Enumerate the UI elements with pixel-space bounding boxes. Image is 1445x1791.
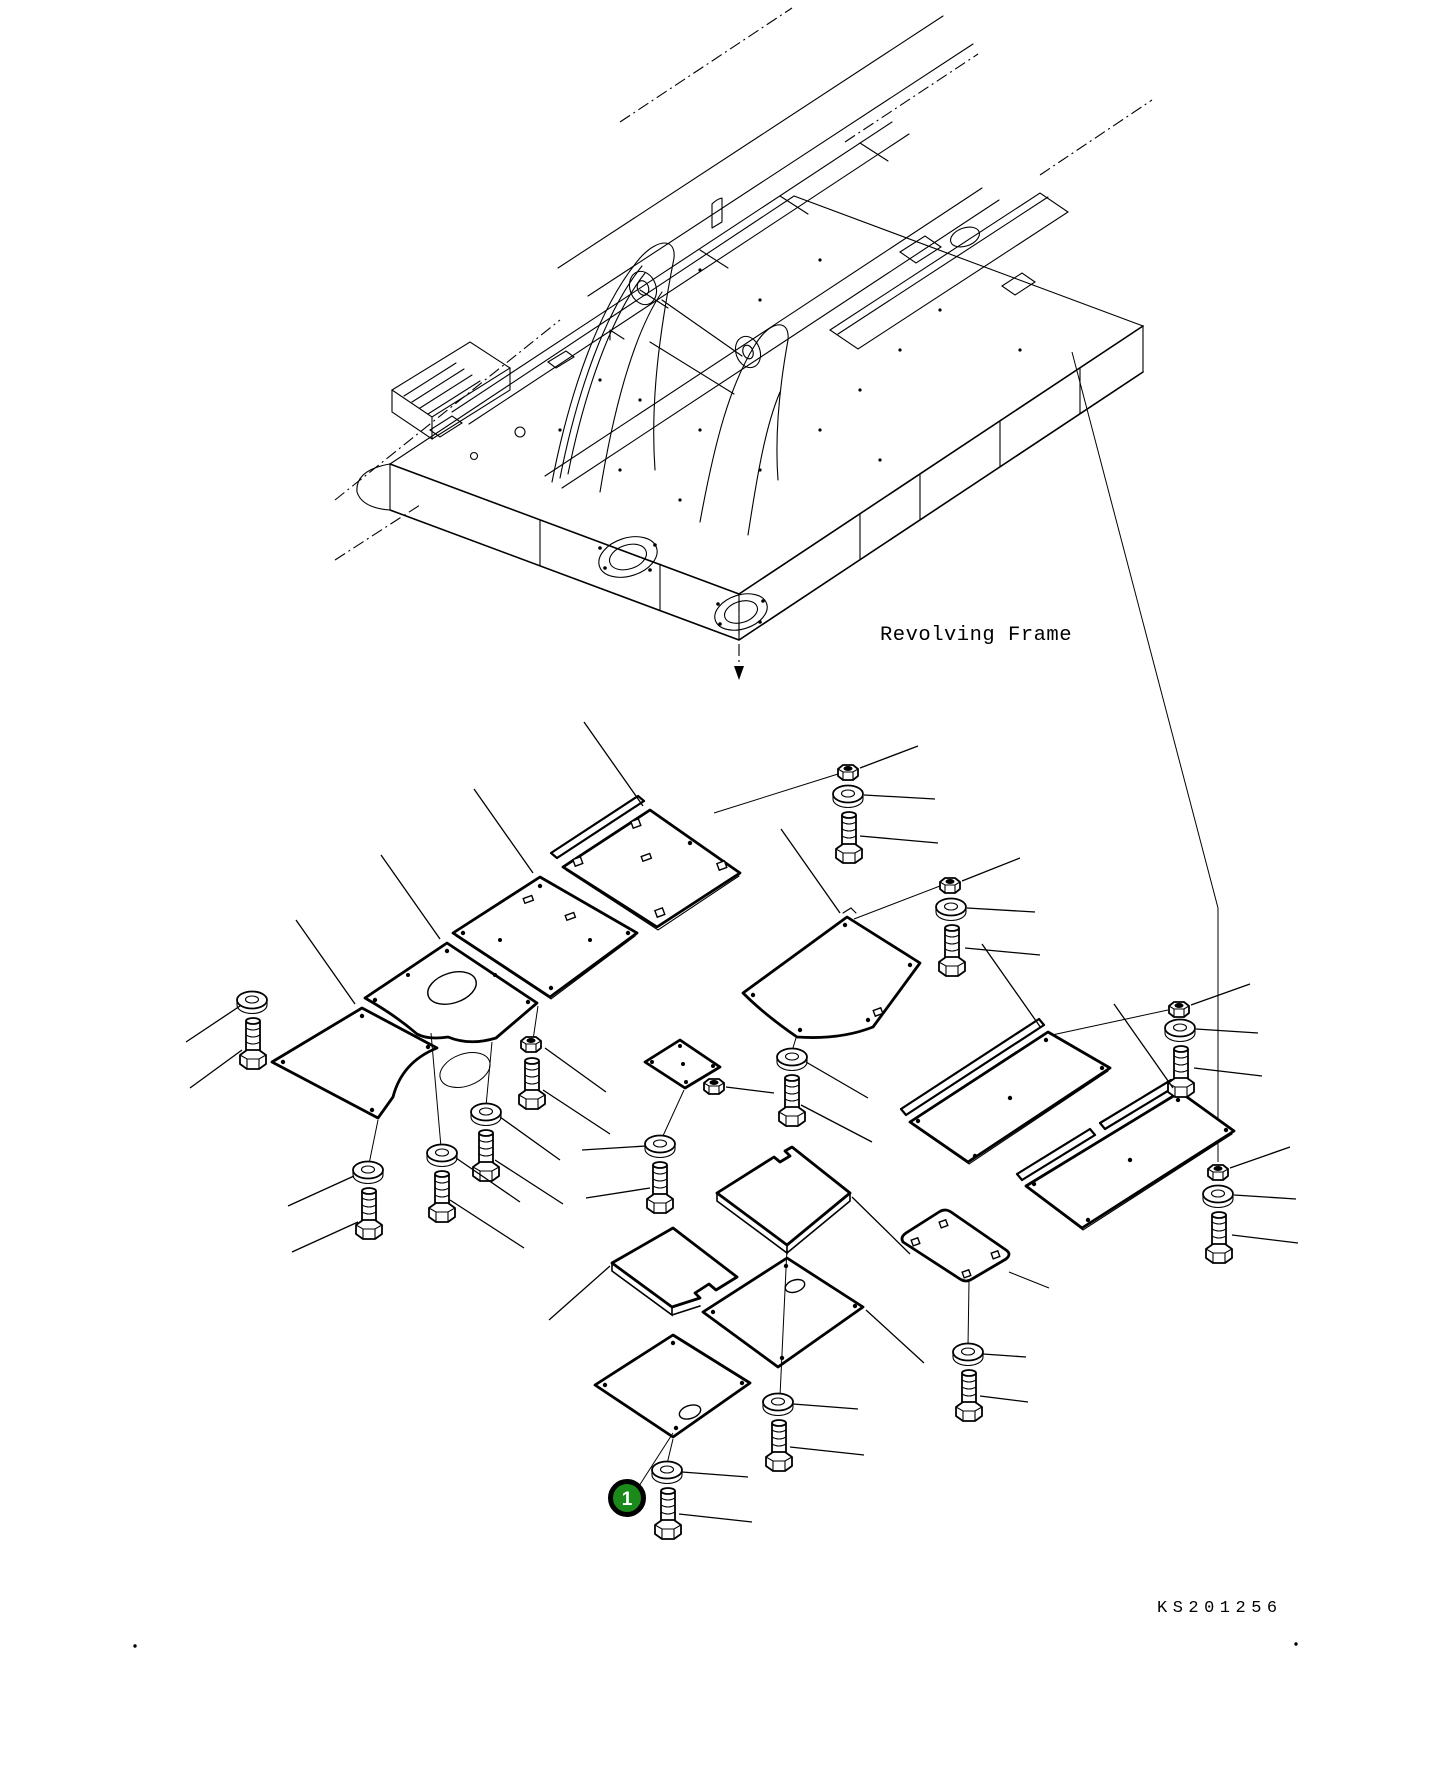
fastener-group-e2: [352, 1160, 384, 1240]
frame-caption-label: Revolving Frame: [880, 624, 1072, 647]
cover-plate-13: [593, 1333, 752, 1439]
fastener-group-b: [935, 877, 967, 977]
fastener-group-m: [952, 1342, 984, 1422]
cover-plate-8: [1015, 1078, 1236, 1231]
cover-plate-7: [899, 1017, 1112, 1165]
deck-rivet-dots: [558, 258, 1022, 502]
cover-plate-5: [643, 1038, 722, 1090]
under-cover-exploded-view: [185, 721, 1299, 1540]
part-callout-1[interactable]: 1: [608, 1479, 646, 1517]
cover-plate-3: [363, 941, 539, 1044]
fastener-group-h: [518, 1036, 546, 1110]
assembly-connector-lines: [368, 1005, 970, 1465]
fastener-group-g: [470, 1102, 502, 1182]
hex-bolt: [835, 811, 863, 864]
revolving-frame-drawing: [334, 7, 1153, 680]
cover-plate-2: [451, 875, 639, 1000]
callout-number: 1: [622, 1489, 633, 1510]
washer: [832, 784, 864, 809]
fastener-group-l: [651, 1460, 683, 1540]
fastener-group-i: [776, 1047, 808, 1127]
scan-speck-left: [133, 1644, 137, 1648]
fastener-group-e1: [236, 990, 268, 1070]
cover-plate-1: [549, 794, 742, 931]
frame-to-part-leader-line: [1071, 351, 1219, 1162]
cover-plate-9: [900, 1208, 1011, 1283]
callout-circle[interactable]: [608, 1479, 646, 1517]
scan-speck-right: [1294, 1642, 1298, 1646]
fastener-group-k: [762, 1392, 794, 1472]
leader-lines: [185, 721, 1299, 1523]
cover-plate-12: [701, 1256, 865, 1369]
hex-nut: [837, 764, 859, 781]
fastener-group-a: [832, 764, 864, 864]
cover-plate-6: [741, 907, 922, 1039]
cover-plate-11: [610, 1226, 739, 1317]
cover-plate-10: [715, 1145, 852, 1255]
fastener-group-j: [644, 1078, 725, 1214]
fastener-group-f: [426, 1143, 458, 1223]
cover-plate-4: [270, 1006, 439, 1120]
fastener-group-d: [1202, 1164, 1234, 1264]
drawing-code-label: KS201256: [1157, 1599, 1283, 1618]
